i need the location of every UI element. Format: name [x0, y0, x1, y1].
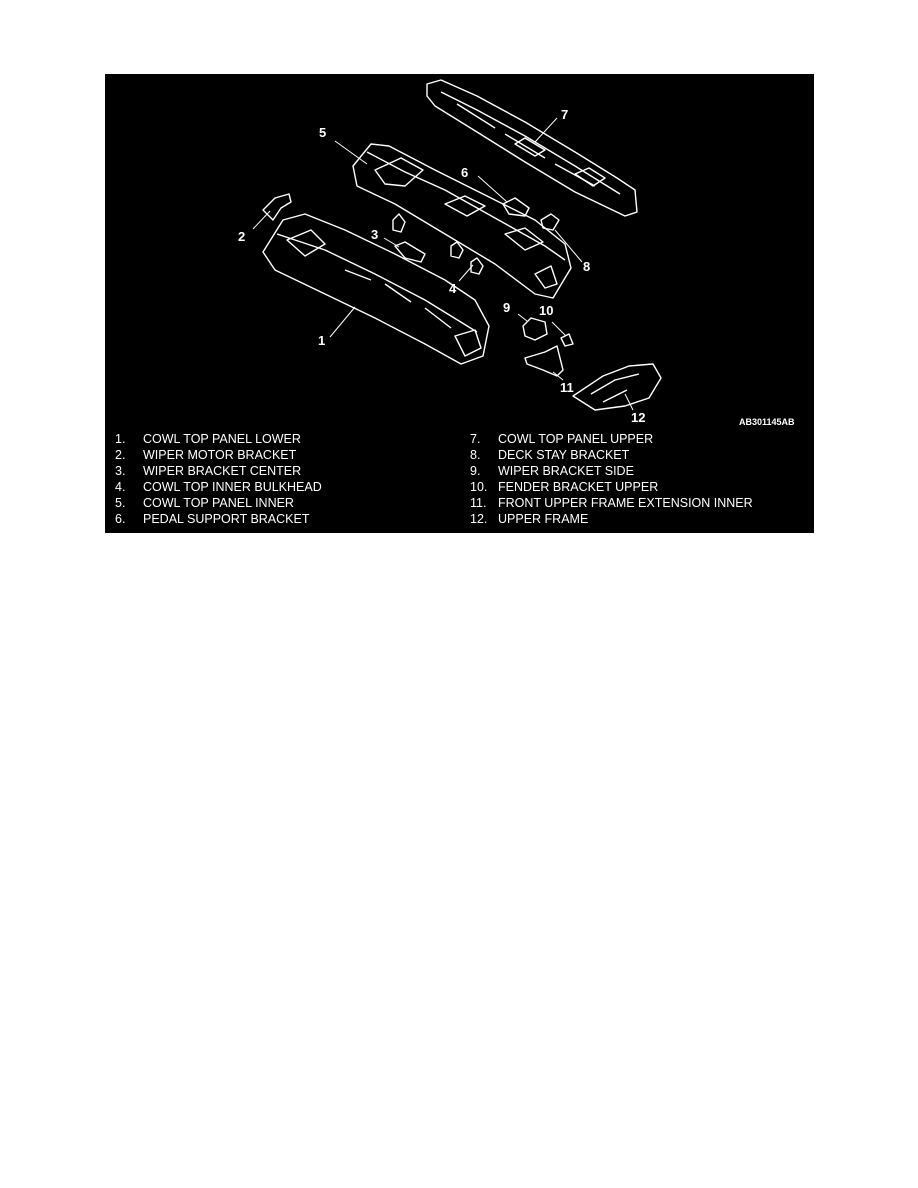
- part-cowl-top-panel-upper: [426, 79, 638, 217]
- legend-item: 6. PEDAL SUPPORT BRACKET: [115, 511, 455, 527]
- part-fender-bracket-upper: [560, 333, 574, 347]
- legend-number: 3.: [115, 464, 126, 478]
- legend-item: 4. COWL TOP INNER BULKHEAD: [115, 479, 455, 495]
- legend-item: 7. COWL TOP PANEL UPPER: [470, 431, 810, 447]
- callout-7: 7: [561, 107, 569, 122]
- legend-label: DECK STAY BRACKET: [498, 448, 630, 462]
- exploded-parts-diagram: 1 2 3 4 5 6 7 8 9 10 11 12 AB301145AB 1.…: [105, 74, 814, 533]
- legend-number: 6.: [115, 512, 126, 526]
- callout-5: 5: [319, 125, 327, 140]
- part-pedal-support-bracket: [502, 197, 530, 217]
- legend-label: UPPER FRAME: [498, 512, 589, 526]
- legend-number: 1.: [115, 432, 126, 446]
- callout-4: 4: [449, 281, 457, 296]
- callout-9: 9: [503, 300, 511, 315]
- legend-left: 1. COWL TOP PANEL LOWER 2. WIPER MOTOR BRA…: [115, 431, 455, 527]
- callout-3: 3: [371, 227, 379, 242]
- part-wiper-bracket-center: [394, 241, 426, 263]
- legend-label: WIPER MOTOR BRACKET: [143, 448, 297, 462]
- legend-number: 5.: [115, 496, 126, 510]
- callout-10: 10: [539, 303, 554, 318]
- callout-12: 12: [631, 410, 646, 425]
- legend-number: 2.: [115, 448, 126, 462]
- part-front-upper-frame-extension-inner: [524, 345, 564, 377]
- legend-item: 12. UPPER FRAME: [470, 511, 810, 527]
- legend-item: 3. WIPER BRACKET CENTER: [115, 463, 455, 479]
- legend-label: WIPER BRACKET SIDE: [498, 464, 634, 478]
- legend-item: 10. FENDER BRACKET UPPER: [470, 479, 810, 495]
- callout-1: 1: [318, 333, 326, 348]
- part-cowl-top-inner-bulkhead: [392, 213, 484, 275]
- legend-label: PEDAL SUPPORT BRACKET: [143, 512, 310, 526]
- legend-number: 8.: [470, 448, 481, 462]
- legend-number: 7.: [470, 432, 481, 446]
- legend-number: 10.: [470, 480, 488, 494]
- part-wiper-bracket-side: [522, 317, 548, 341]
- legend-label: COWL TOP PANEL UPPER: [498, 432, 654, 446]
- legend-item: 8. DECK STAY BRACKET: [470, 447, 810, 463]
- legend-item: 9. WIPER BRACKET SIDE: [470, 463, 810, 479]
- callout-8: 8: [583, 259, 591, 274]
- figure-code: AB301145AB: [739, 417, 795, 427]
- legend-item: 2. WIPER MOTOR BRACKET: [115, 447, 455, 463]
- legend-number: 12.: [470, 512, 488, 526]
- legend-label: COWL TOP PANEL LOWER: [143, 432, 301, 446]
- callout-11: 11: [560, 380, 574, 395]
- legend-number: 11.: [470, 496, 487, 510]
- callout-6: 6: [461, 165, 469, 180]
- legend-item: 1. COWL TOP PANEL LOWER: [115, 431, 455, 447]
- parts-drawing: [252, 79, 662, 411]
- legend-label: FRONT UPPER FRAME EXTENSION INNER: [498, 496, 753, 510]
- callout-2: 2: [238, 229, 246, 244]
- part-deck-stay-bracket: [540, 213, 560, 231]
- legend-label: COWL TOP PANEL INNER: [143, 496, 294, 510]
- part-cowl-top-panel-lower: [262, 213, 490, 365]
- part-cowl-top-panel-inner: [352, 143, 572, 299]
- legend-item: 5. COWL TOP PANEL INNER: [115, 495, 455, 511]
- part-upper-frame: [572, 363, 662, 411]
- part-wiper-motor-bracket: [262, 193, 292, 221]
- legend-right: 7. COWL TOP PANEL UPPER 8. DECK STAY BRACK…: [470, 431, 810, 527]
- legend-label: FENDER BRACKET UPPER: [498, 480, 659, 494]
- legend-item: 11. FRONT UPPER FRAME EXTENSION INNER: [470, 495, 810, 511]
- legend-label: WIPER BRACKET CENTER: [143, 464, 302, 478]
- leader-lines: [252, 117, 634, 411]
- legend-label: COWL TOP INNER BULKHEAD: [143, 480, 322, 494]
- legend-number: 4.: [115, 480, 126, 494]
- legend-number: 9.: [470, 464, 481, 478]
